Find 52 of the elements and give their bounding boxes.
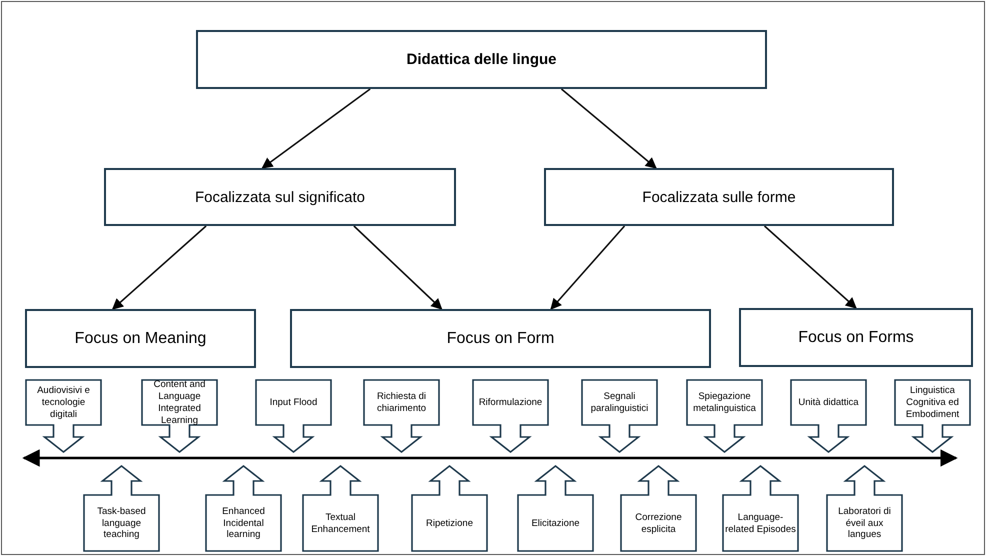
concept-box [25,309,256,368]
concept-box [544,168,894,226]
callout-label: Elicitazione [531,518,580,530]
callout-label: Audiovisivi e tecnologie digitali [36,385,91,421]
concept-box [739,308,973,367]
box-label: Focalizzata sulle forme [642,188,796,206]
callout-label: Linguistica Cognitiva ed Embodiment [904,385,960,421]
arrow [550,225,626,310]
down-arrow-callout [581,379,658,453]
arrow [560,88,657,169]
concept-box [104,168,456,226]
box-label: Focus on Meaning [74,330,206,348]
callout-label: Enhanced Incidental learning [221,506,266,542]
down-arrow-callout [255,379,332,453]
callout-label: Content and Language Integrated Learning [152,379,206,427]
concept-box [196,30,767,89]
arrow [112,225,207,310]
box-label: Didattica delle lingue [406,51,557,68]
callout-label: Textual Enhancement [310,512,371,536]
up-arrow-callout [205,465,282,552]
down-arrow-callout [894,379,971,453]
up-arrow-callout [83,465,160,552]
callout-label: Unità didattica [798,397,859,409]
callout-label: Riformulazione [478,397,542,409]
concept-box [290,309,711,368]
callout-label: Ripetizione [426,518,473,530]
box-label: Focus on Form [446,330,554,348]
callout-label: Language-related Episodes [725,512,796,536]
down-arrow-callout [363,379,440,453]
down-arrow-callout [790,379,867,453]
down-arrow-callout [25,379,102,453]
callout-label: Richiesta di chiarimento [376,391,428,415]
down-arrow-callout [686,379,763,453]
box-label: Focalizzata sul significato [194,188,366,206]
box-label: Focus on Forms [798,328,914,346]
arrow [262,88,371,169]
down-arrow-callout [472,379,549,453]
callout-label: Laboratori di éveil aux langues [837,506,892,542]
arrow [764,225,857,309]
up-arrow-callout [620,465,697,552]
callout-label: Input Flood [270,397,318,409]
callout-label: Task-based language teaching [96,506,147,542]
up-arrow-callout [722,465,799,552]
up-arrow-callout [411,465,488,552]
up-arrow-callout [826,465,903,552]
callout-label: Correzione esplicita [634,512,683,536]
callout-label: Segnali paralinguistici [590,391,650,415]
up-arrow-callout [517,465,594,552]
up-arrow-callout [302,465,379,552]
arrow [353,225,442,310]
down-arrow-callout [141,379,218,453]
callout-label: Spiegazione metalinguistica [692,391,757,415]
